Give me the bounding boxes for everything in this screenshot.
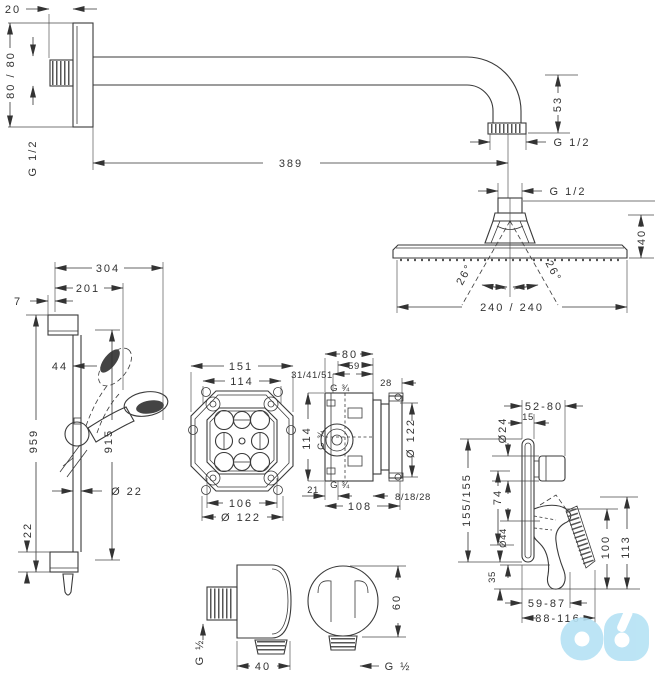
dim-bar-offset: 44 (52, 361, 68, 373)
label-head-inlet-thread: G 1/2 (550, 186, 587, 198)
basic-set-front-view: 151 114 106 Ø 122 (188, 361, 296, 524)
dim-mixer-plate-depth: 15 (522, 412, 534, 423)
dim-arm-length: 389 (279, 158, 303, 170)
dim-arm-drop: 53 (552, 96, 564, 112)
shower-rail-set-drawing: 304 201 7 44 959 915 Ø 22 22 (14, 262, 169, 596)
dim-arm-plate-size: 80 / 80 (5, 51, 17, 99)
dim-ibox-total-depth: 108 (348, 501, 372, 513)
dim-rail-overall-width: 304 (96, 263, 120, 275)
dim-mixer-height-113: 113 (620, 535, 632, 559)
label-ibox-thread-top: G ¾ (330, 383, 350, 394)
dim-ibox-install-depth: 31/41/51 (291, 370, 333, 381)
dim-head-size: 240 / 240 (480, 302, 544, 314)
label-ibox-thread-side: G ¾ (316, 430, 327, 450)
dim-mixer-axis-distance: 74 (492, 489, 504, 505)
dim-rail-wall-gap: 7 (14, 296, 22, 308)
dim-ibox-adjust-range: 8/18/28 (395, 492, 431, 503)
dim-hole-distance: 915 (103, 429, 115, 453)
mixer-trim-side-view: 52-80 15 Ø24 155/155 74 Ø44 35 (458, 400, 640, 625)
dim-ibox-width: 151 (229, 361, 253, 373)
wall-outlet-front-view: 60 G ½ (307, 565, 412, 673)
dim-ibox-inner-width: 114 (230, 376, 254, 388)
dim-ibox-diameter: Ø 122 (221, 512, 261, 524)
dim-mixer-knob-diameter: Ø24 (497, 417, 509, 444)
label-arm-wall-thread: G 1/2 (27, 140, 39, 177)
dim-mixer-plate-size: 155/155 (461, 473, 473, 527)
dim-mixer-lever-reach: 59-87 (528, 598, 566, 610)
dim-ibox-inner-depth: 59 (348, 361, 360, 372)
dim-outlet-diameter: 60 (391, 594, 403, 610)
dim-mixer-install-depth: 52-80 (525, 401, 563, 413)
dim-arm-plate-depth: 20 (5, 4, 21, 16)
dim-ibox-lower-width: 106 (229, 498, 253, 510)
label-outlet-front-thread: G ½ (385, 661, 412, 673)
dim-bar-diameter: Ø 22 (111, 486, 143, 498)
dim-bottom-offset: 22 (22, 522, 34, 538)
dim-rail-to-head: 201 (76, 283, 100, 295)
dim-ibox-depth: 80 (342, 349, 358, 361)
dim-ibox-side-diameter: Ø 122 (405, 418, 417, 458)
shower-arm-drawing: 20 80 / 80 G 1/2 389 53 G 1/2 G 1/2 (5, 4, 591, 200)
basic-set-side-view: 80 59 31/41/51 28 G ¾ 114 G ¾ Ø 122 G ¾ … (291, 349, 431, 513)
dim-mixer-total-reach: 88-116 (535, 613, 580, 625)
label-arm-outlet-thread: G 1/2 (554, 137, 591, 149)
dim-head-height: 40 (636, 229, 648, 245)
label-outlet-side-thread: G ½ (194, 639, 206, 666)
dim-mixer-rosette-diameter: Ø44 (498, 528, 509, 548)
dim-mixer-bottom-offset: 35 (487, 571, 498, 583)
dim-ibox-height: 114 (301, 426, 313, 450)
watermark-logo (560, 608, 649, 661)
label-ibox-thread-bottom: G ¾ (330, 480, 350, 491)
dim-outlet-width: 40 (255, 661, 271, 673)
dim-spray-angle-right: 26° (543, 259, 564, 285)
dim-spray-angle-left: 26° (454, 262, 475, 288)
dim-ibox-edge-offset: 21 (307, 485, 319, 496)
wall-outlet-side-view: G ½ 40 (194, 564, 292, 673)
dim-mixer-height-100: 100 (600, 535, 612, 559)
overhead-shower-drawing: 26° 26° 40 240 / 240 (392, 197, 655, 314)
dim-bar-height: 959 (28, 429, 40, 453)
dim-ibox-flange-depth: 28 (380, 378, 392, 389)
